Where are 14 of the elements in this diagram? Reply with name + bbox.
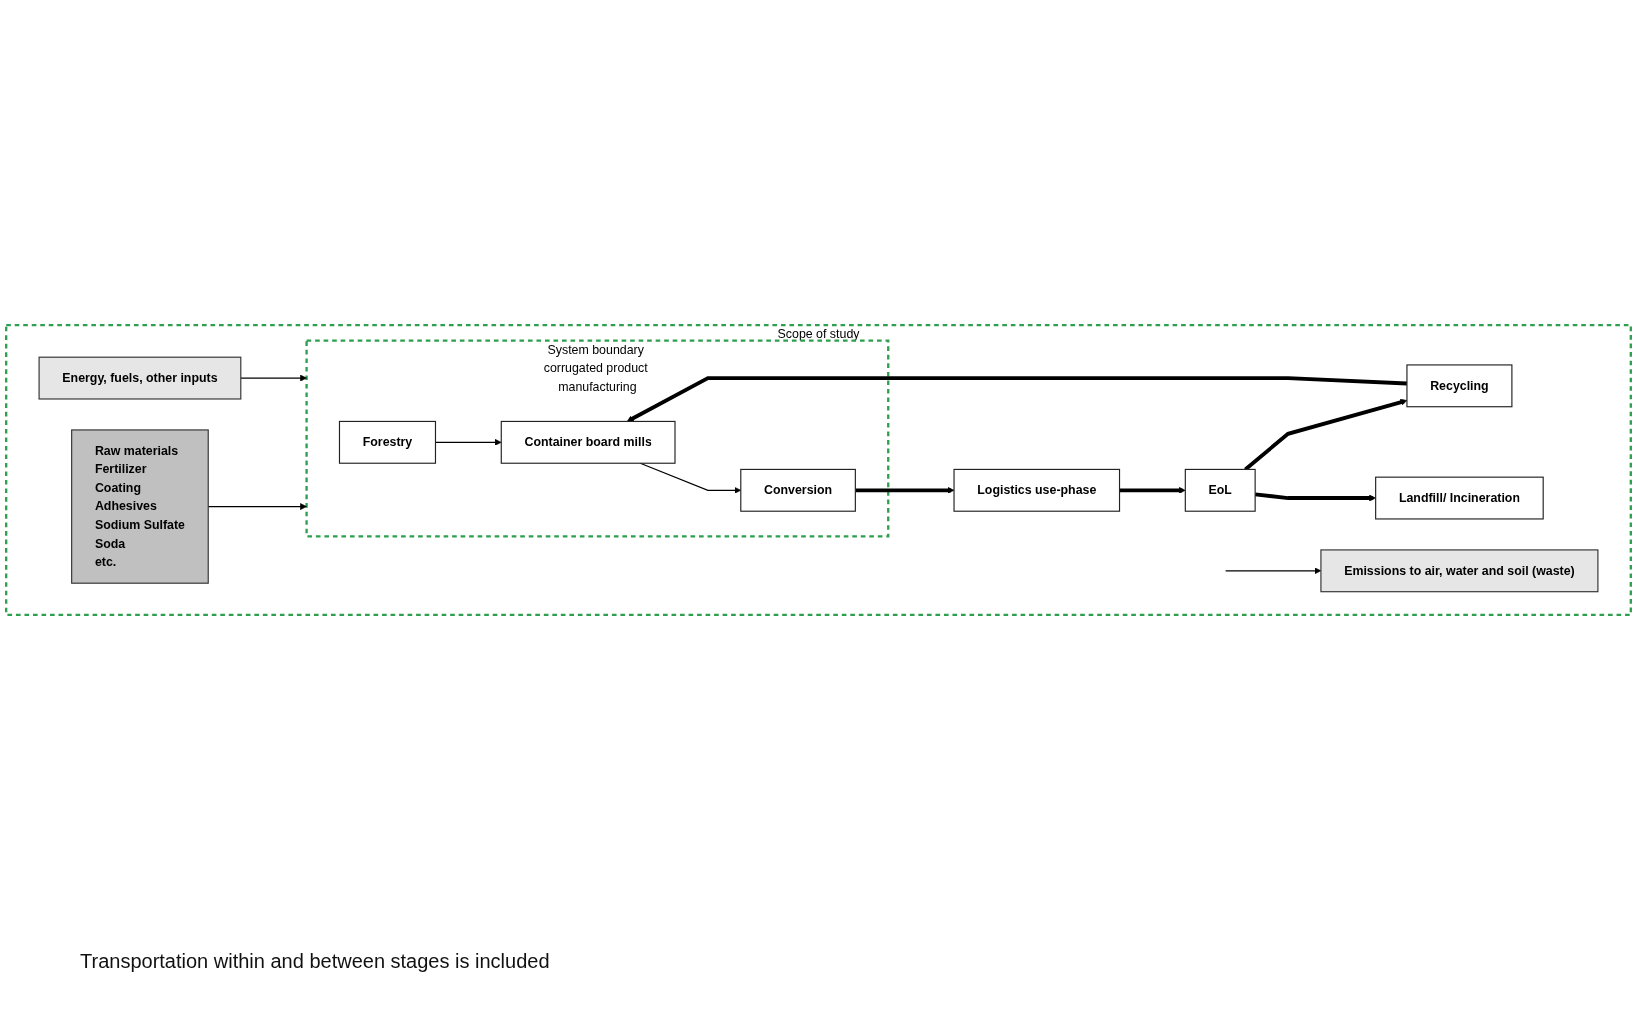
note-text: Transportation within and between stages is included (80, 950, 550, 973)
node-box: Recycling (1406, 364, 1513, 408)
arrow (1119, 486, 1186, 494)
node-box: Raw materials Fertilizer Coating Adhesives Sodium Sulfate Soda etc. (71, 429, 209, 584)
node-box: Forestry (338, 420, 437, 464)
node-box: Landfill/ Incineration (1375, 476, 1544, 520)
arrow (855, 486, 955, 494)
arrow (240, 374, 307, 382)
node-box: Conversion (740, 468, 856, 512)
node-box: Emissions to air, water and soil (waste) (1320, 549, 1599, 593)
node-box: EoL (1184, 468, 1256, 512)
node-box: Logistics use-phase (953, 468, 1121, 512)
node-box: Container board mills (500, 420, 676, 464)
node-box: Energy, fuels, other inputs (38, 356, 242, 400)
